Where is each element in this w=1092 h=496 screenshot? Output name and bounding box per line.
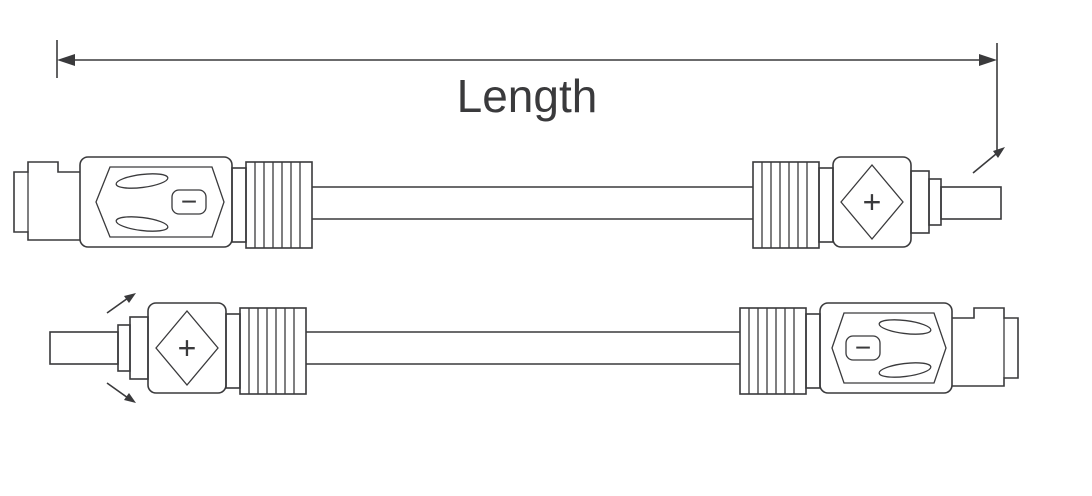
bottom-cable-assembly: + bbox=[49, 293, 1019, 403]
top-cable-assembly: − bbox=[13, 147, 1005, 249]
nut-collar bbox=[818, 167, 834, 243]
ribbed-nut bbox=[739, 307, 821, 395]
connector-step bbox=[910, 170, 930, 234]
connector-body bbox=[819, 302, 953, 394]
nut-collar bbox=[231, 167, 247, 243]
connector-snout bbox=[952, 307, 1019, 387]
dimension-arrowhead-left-icon bbox=[57, 54, 75, 66]
latch-slot-bottom bbox=[878, 362, 932, 378]
polarity-label: + bbox=[863, 184, 882, 220]
arrow-shaft bbox=[972, 153, 997, 174]
nut-body bbox=[245, 161, 313, 249]
connector-collar bbox=[117, 324, 131, 372]
direction-arrow-top-icon bbox=[106, 293, 136, 314]
cable-stub bbox=[940, 186, 1002, 220]
rib-lines bbox=[748, 308, 795, 394]
connector-collar bbox=[928, 178, 942, 226]
connector-body-facet bbox=[831, 312, 947, 384]
dimension bbox=[56, 40, 998, 152]
connector-snout bbox=[13, 161, 80, 241]
connector-top-right-male: + bbox=[752, 147, 1005, 249]
ribbed-nut bbox=[752, 161, 834, 249]
connector-body-facet bbox=[95, 166, 225, 238]
polarity-marker-outline bbox=[845, 335, 881, 361]
cable-bottom bbox=[306, 331, 740, 365]
connector-step bbox=[129, 316, 149, 380]
dimension-arrowhead-right-icon bbox=[979, 54, 997, 66]
polarity-marker-outline bbox=[171, 189, 207, 215]
nut-collar bbox=[805, 313, 821, 389]
polarity-label: + bbox=[178, 330, 197, 366]
cable-stub bbox=[49, 331, 119, 365]
direction-arrow-bottom-icon bbox=[106, 382, 136, 403]
arrow-head bbox=[124, 293, 136, 303]
latch-slot-top bbox=[115, 173, 169, 189]
arrow-shaft bbox=[106, 297, 129, 314]
dimension-label: Length bbox=[457, 70, 598, 122]
arrow-head bbox=[993, 147, 1005, 158]
polarity-label: − bbox=[181, 186, 197, 217]
connector-body bbox=[79, 156, 233, 248]
nut-body bbox=[739, 307, 807, 395]
nut-body bbox=[752, 161, 820, 249]
connector-bottom-right-female: − bbox=[739, 302, 1019, 395]
arrow-head bbox=[124, 393, 136, 403]
nut-body bbox=[239, 307, 307, 395]
polarity-diamond bbox=[840, 163, 904, 241]
ribbed-nut bbox=[231, 161, 313, 249]
polarity-label: − bbox=[855, 332, 871, 363]
rib-lines bbox=[761, 162, 808, 248]
rib-lines bbox=[254, 162, 301, 248]
direction-arrow-icon bbox=[972, 147, 1005, 174]
latch-slot-bottom bbox=[115, 216, 169, 232]
arrow-shaft bbox=[106, 382, 129, 399]
rib-lines bbox=[248, 308, 295, 394]
connector-bottom-left-male: + bbox=[49, 293, 307, 403]
cable-top bbox=[312, 186, 753, 220]
nut-collar bbox=[225, 313, 241, 389]
latch-slot-top bbox=[878, 319, 932, 335]
connector-top-left-female: − bbox=[13, 156, 313, 249]
ribbed-nut bbox=[225, 307, 307, 395]
polarity-diamond bbox=[155, 309, 219, 387]
